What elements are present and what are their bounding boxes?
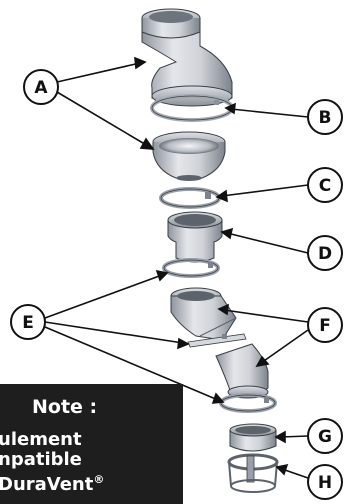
callout-b: B [307, 99, 343, 135]
part-d-sleeve-coupler [167, 211, 223, 263]
part-a-offset-adapter [141, 8, 233, 107]
callout-h: H [307, 464, 343, 500]
callout-e: E [10, 304, 46, 340]
callout-a: A [23, 69, 59, 105]
callout-f: F [307, 307, 343, 343]
callout-g: G [307, 418, 343, 454]
part-e-gasket-strip [187, 333, 247, 348]
svg-text:G: G [318, 427, 332, 447]
svg-text:D: D [318, 244, 332, 264]
note-box: Note : ulement npatible DuraVent® [0, 384, 183, 504]
callout-c: C [307, 167, 343, 203]
svg-text:A: A [34, 78, 48, 98]
leader-arrows [44, 56, 309, 479]
callout-d: D [307, 235, 343, 271]
svg-text:C: C [319, 176, 331, 196]
svg-text:B: B [319, 108, 332, 128]
part-g-short-coupler [229, 423, 277, 452]
part-a-collector-dish [152, 131, 226, 181]
part-c-ring-clamp [159, 187, 221, 209]
part-e-ring-1 [162, 258, 220, 278]
note-title: Note : [32, 396, 98, 418]
note-brand-name: DuraVent [0, 474, 94, 495]
registered-mark: ® [93, 473, 105, 486]
svg-text:E: E [22, 313, 34, 333]
note-line-3: DuraVent® [0, 470, 104, 495]
svg-text:H: H [318, 473, 332, 493]
part-h-support-bracket [227, 453, 279, 493]
part-f-elbow-lower [215, 343, 269, 399]
svg-text:F: F [319, 316, 331, 336]
note-line-1: ulement [0, 429, 82, 450]
note-line-2: npatible [0, 449, 82, 470]
part-f-elbow-upper [170, 287, 237, 341]
